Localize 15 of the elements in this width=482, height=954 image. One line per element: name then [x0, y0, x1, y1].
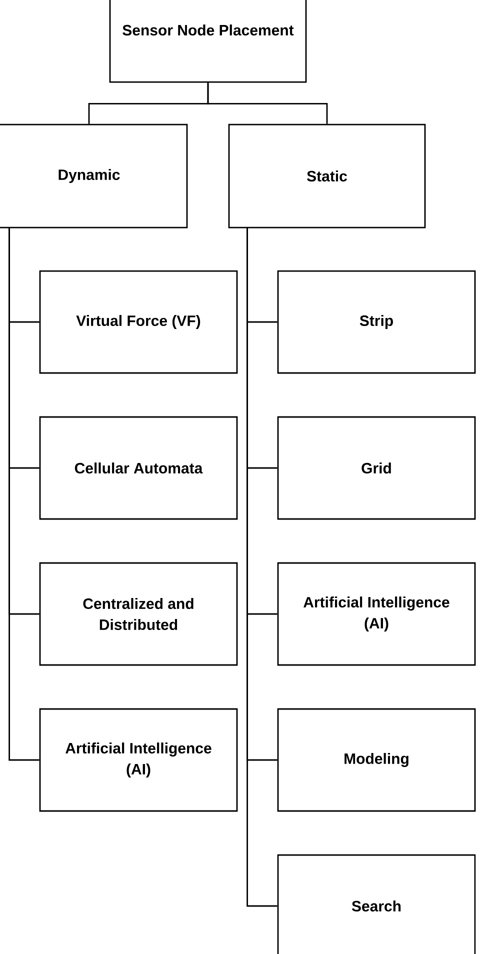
category-box: Search: [277, 854, 476, 954]
category-box: Artificial Intelligence (AI): [277, 562, 476, 666]
category-box: Virtual Force (VF): [39, 270, 238, 374]
connector-line: [8, 228, 40, 761]
category-box: Dynamic: [0, 124, 188, 228]
category-box: Artificial Intelligence (AI): [39, 708, 238, 812]
connector-line: [246, 228, 278, 907]
category-box: Cellular Automata: [39, 416, 238, 520]
category-box: Strip: [277, 270, 476, 374]
connector-line: [207, 82, 328, 124]
category-box: Modeling: [277, 708, 476, 812]
category-box: Sensor Node Placement: [109, 0, 307, 83]
category-box: Centralized and Distributed: [39, 562, 238, 666]
category-box: Grid: [277, 416, 476, 520]
category-box: Static: [228, 124, 426, 228]
